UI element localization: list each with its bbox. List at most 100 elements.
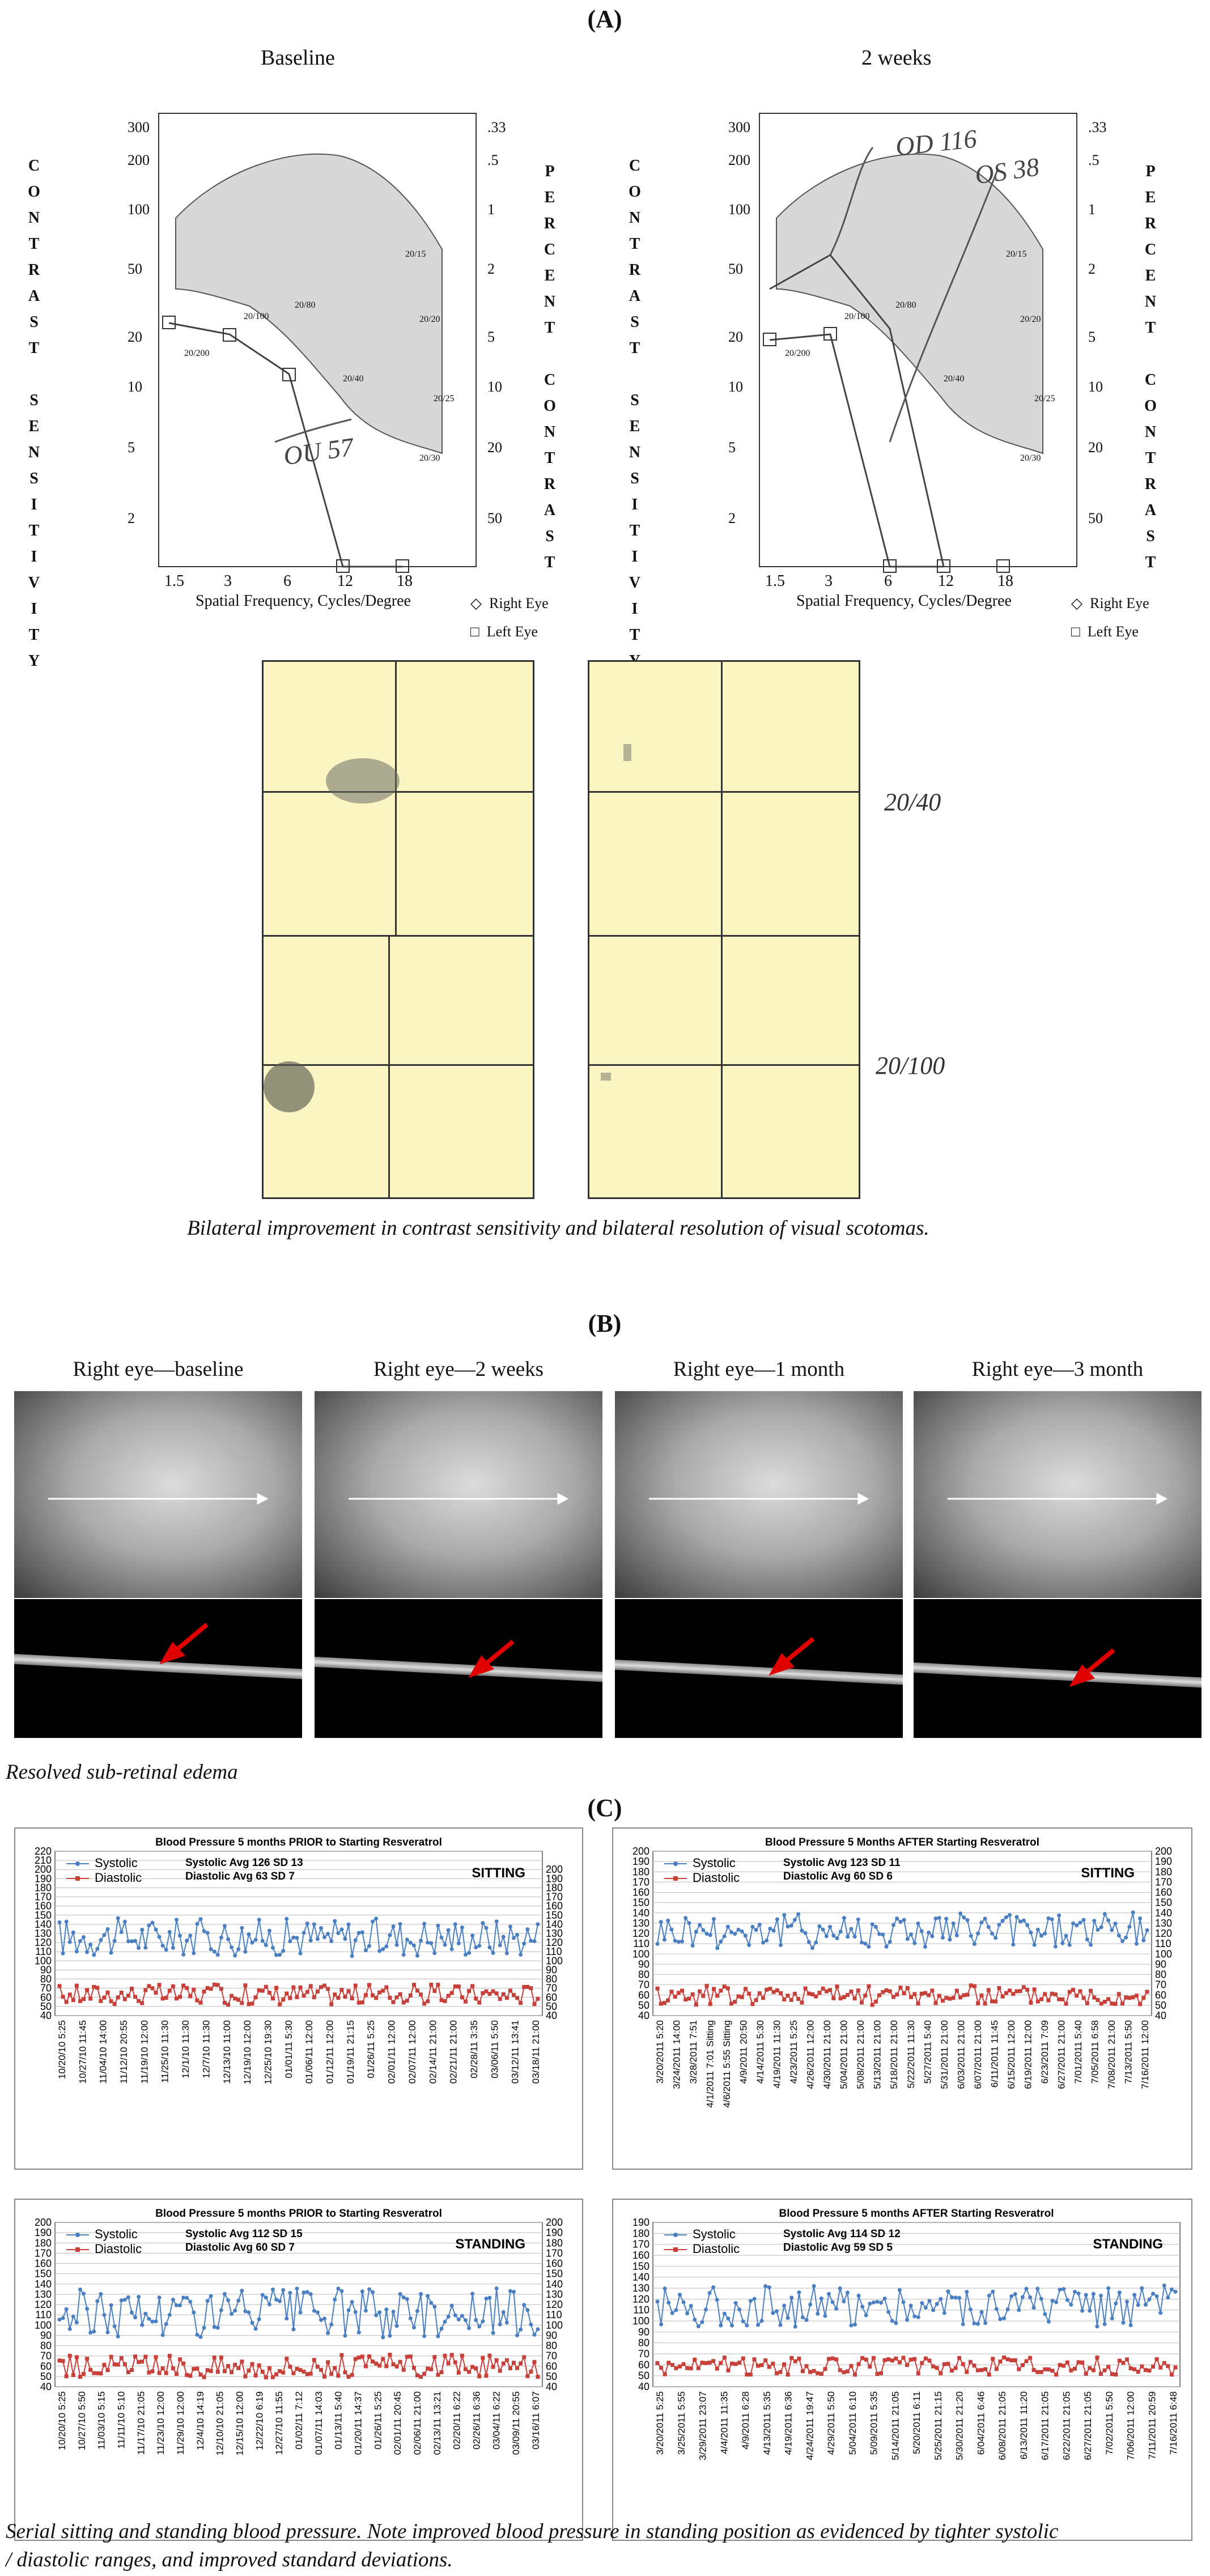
systolic-point	[763, 2284, 768, 2288]
date-tick-label: 3/29/2011 23:07	[698, 2391, 708, 2460]
diastolic-point	[909, 1995, 914, 1999]
date-tick-label: 02/06/11 21:00	[412, 2391, 423, 2455]
y-tick-label-right: 110	[546, 2309, 562, 2320]
bp-chart-title: Blood Pressure 5 Months AFTER Starting R…	[765, 1837, 1039, 1848]
diastolic-point	[726, 2368, 731, 2373]
cs-tick-label: 300	[728, 119, 750, 135]
diastolic-point	[253, 2373, 258, 2378]
systolic-point	[257, 1918, 261, 1922]
systolic-point	[694, 1929, 698, 1934]
diastolic-point	[1096, 1998, 1100, 2003]
systolic-point	[449, 1947, 454, 1952]
frequency-tick-label: 6	[884, 572, 892, 590]
systolic-point	[690, 1944, 695, 1948]
systolic-point	[230, 1945, 234, 1950]
diastolic-point	[446, 2361, 451, 2366]
systolic-point	[137, 1946, 141, 1950]
systolic-point	[133, 2315, 138, 2320]
diastolic-point	[690, 1992, 695, 1996]
diastolic-point	[1091, 2368, 1096, 2373]
systolic-point	[1147, 2297, 1152, 2302]
diastolic-point	[137, 2360, 141, 2364]
diastolic-point	[782, 2362, 787, 2366]
systolic-point	[972, 2321, 977, 2326]
systolic-point	[195, 1922, 199, 1926]
systolic-point	[202, 2326, 206, 2330]
diastolic-point	[71, 2373, 75, 2377]
diastolic-point	[61, 1995, 65, 1999]
date-tick-label: 01/20/11 14:37	[353, 2391, 364, 2455]
y-tick-label: 140	[35, 1919, 52, 1930]
legend-systolic-label: Systolic	[95, 2227, 138, 2241]
systolic-point	[250, 2320, 254, 2325]
date-tick-label: 01/02/11 7:12	[294, 2391, 304, 2450]
systolic-point	[501, 1935, 506, 1939]
diastolic-point	[792, 1992, 797, 1996]
diastolic-point	[897, 2360, 902, 2365]
diastolic-point	[247, 2002, 251, 2007]
systolic-point	[1080, 2309, 1085, 2313]
diastolic-point	[895, 1992, 899, 1997]
diastolic-point	[384, 1985, 389, 1990]
diastolic-point	[983, 2367, 988, 2371]
frequency-tick-label: 3	[825, 572, 833, 590]
diastolic-point	[532, 2360, 537, 2364]
diastolic-point	[819, 2371, 823, 2376]
systolic-point	[823, 2314, 827, 2318]
systolic-point	[226, 2298, 231, 2302]
diastolic-point	[215, 1983, 220, 1987]
systolic-point	[830, 2300, 835, 2305]
date-tick-label: 6/19/2011 12:00	[1022, 2020, 1033, 2089]
systolic-point	[360, 1930, 364, 1935]
diastolic-point	[536, 2374, 540, 2379]
date-tick-label: 5/18/2011 21:00	[889, 2020, 899, 2089]
systolic-point	[759, 2319, 764, 2323]
systolic-point	[663, 2286, 667, 2291]
diastolic-point	[346, 2374, 351, 2379]
diastolic-point	[954, 1988, 959, 1993]
diastolic-point	[800, 2000, 804, 2005]
systolic-point	[150, 2319, 155, 2324]
y-tick-label: 160	[35, 1901, 52, 1912]
systolic-point	[856, 1917, 860, 1922]
diastolic-point	[487, 2353, 492, 2358]
systolic-point	[174, 2303, 179, 2307]
systolic-point	[285, 2316, 289, 2321]
systolic-point	[333, 2297, 337, 2302]
y-tick-label: 150	[632, 2260, 649, 2272]
diastolic-point	[154, 1991, 158, 1995]
systolic-point	[873, 1925, 878, 1929]
systolic-point	[315, 2310, 320, 2315]
systolic-point	[849, 1927, 854, 1931]
diastolic-point	[1080, 2360, 1085, 2365]
diastolic-point	[1162, 2361, 1166, 2365]
systolic-point	[504, 1951, 509, 1956]
systolic-point	[1053, 1944, 1058, 1949]
diastolic-point	[498, 1997, 502, 2001]
date-tick-label: 6/13/2011 11:20	[1018, 2391, 1029, 2459]
date-tick-label: 4/9/2011 6:28	[740, 2391, 751, 2450]
diastolic-point	[137, 1999, 141, 2003]
diastolic-point	[474, 1996, 478, 2001]
diastolic-point	[363, 1993, 368, 1997]
systolic-point	[1011, 1942, 1016, 1947]
date-tick-label: 02/20/11 6:22	[452, 2391, 462, 2450]
systolic-point	[916, 1922, 920, 1926]
systolic-point	[281, 2288, 286, 2292]
two-weeks-acuity-20-80: 20/80	[895, 300, 916, 310]
y-tick-label-right: 100	[546, 1955, 563, 1966]
diastolic-point	[302, 1993, 306, 1998]
y-tick-label: 150	[35, 2268, 52, 2280]
systolic-point	[1057, 1913, 1062, 1918]
date-tick-label: 12/4/10 14:19	[195, 2391, 206, 2450]
date-tick-label: 02/07/11 12:00	[407, 2020, 418, 2084]
systolic-point	[160, 2333, 165, 2337]
diastolic-point	[948, 1996, 952, 2001]
diastolic-point	[888, 1989, 892, 1993]
pc-tick-label: 20	[487, 439, 502, 456]
systolic-point	[64, 1919, 69, 1924]
y-tick-label-right: 90	[546, 1964, 557, 1975]
diastolic-point	[1060, 1997, 1065, 2001]
systolic-point	[1099, 1925, 1103, 1929]
cs-tick-label: 20	[728, 329, 743, 345]
